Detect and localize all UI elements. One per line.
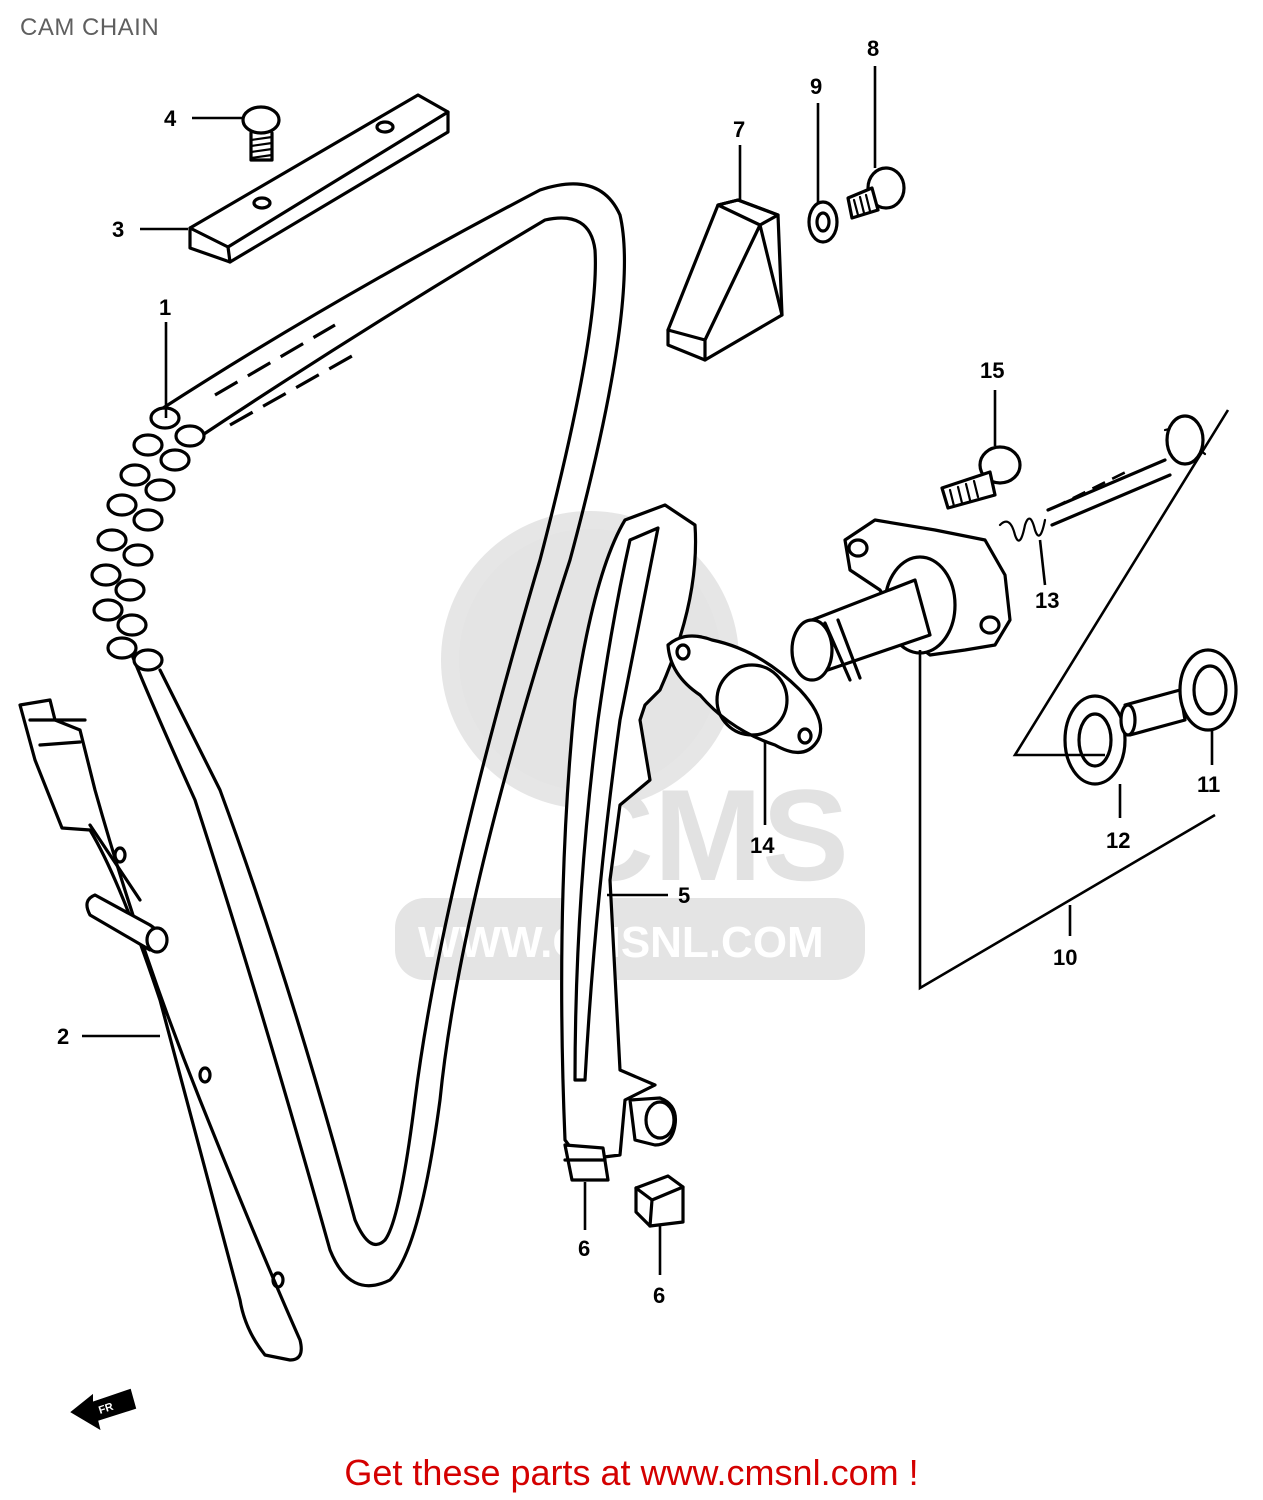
callout-11: 11 <box>1197 772 1220 797</box>
assembly-frame <box>918 409 1230 991</box>
callout-3: 3 <box>112 217 124 242</box>
callout-5: 5 <box>678 883 690 908</box>
part-2-rear-guide <box>18 698 303 1362</box>
callout-labels: 1 2 3 4 5 6 6 7 8 9 10 11 12 13 14 15 <box>57 36 1220 1308</box>
part-8-bolt <box>846 166 906 220</box>
callout-9: 9 <box>810 74 822 99</box>
part-13-pushrod <box>1046 414 1207 527</box>
callout-6b: 6 <box>653 1283 665 1308</box>
watermark-url: WWW.CMSNL.COM <box>418 918 824 967</box>
part-6-damper-a <box>563 1143 610 1182</box>
callout-2: 2 <box>57 1024 69 1049</box>
callout-14: 14 <box>750 833 775 858</box>
page-title: CAM CHAIN <box>20 14 160 41</box>
front-arrow-icon: FR <box>70 1388 137 1431</box>
part-13-spring <box>998 517 1047 542</box>
part-6-damper-b <box>634 1174 685 1228</box>
callout-8: 8 <box>867 36 879 61</box>
part-15-bolt <box>940 445 1022 510</box>
part-1-cam-chain <box>90 182 627 1288</box>
watermark-url-band <box>395 898 865 980</box>
callout-15: 15 <box>980 358 1004 383</box>
part-4-screw <box>241 105 281 162</box>
front-arrow-label: FR <box>97 1401 115 1417</box>
callout-4: 4 <box>164 106 177 131</box>
parts-footer-link[interactable]: Get these parts at www.cmsnl.com ! <box>344 1452 919 1493</box>
callout-13: 13 <box>1035 588 1059 613</box>
part-3-guide-bar <box>188 93 450 264</box>
chain-links <box>90 406 206 672</box>
part-12-washer <box>1063 694 1127 786</box>
part-10-tensioner-body <box>790 518 1012 682</box>
callout-1: 1 <box>159 295 171 320</box>
part-7-block <box>666 198 784 362</box>
part-14-gasket <box>666 634 823 754</box>
callout-12: 12 <box>1106 828 1130 853</box>
part-5-tensioner-guide <box>560 503 698 1162</box>
leader-lines <box>82 66 1214 1275</box>
part-9-washer <box>807 200 839 244</box>
part-11-cap-bolt <box>1119 648 1238 737</box>
callout-10: 10 <box>1053 945 1077 970</box>
callout-7: 7 <box>733 117 745 142</box>
callout-6a: 6 <box>578 1236 590 1261</box>
